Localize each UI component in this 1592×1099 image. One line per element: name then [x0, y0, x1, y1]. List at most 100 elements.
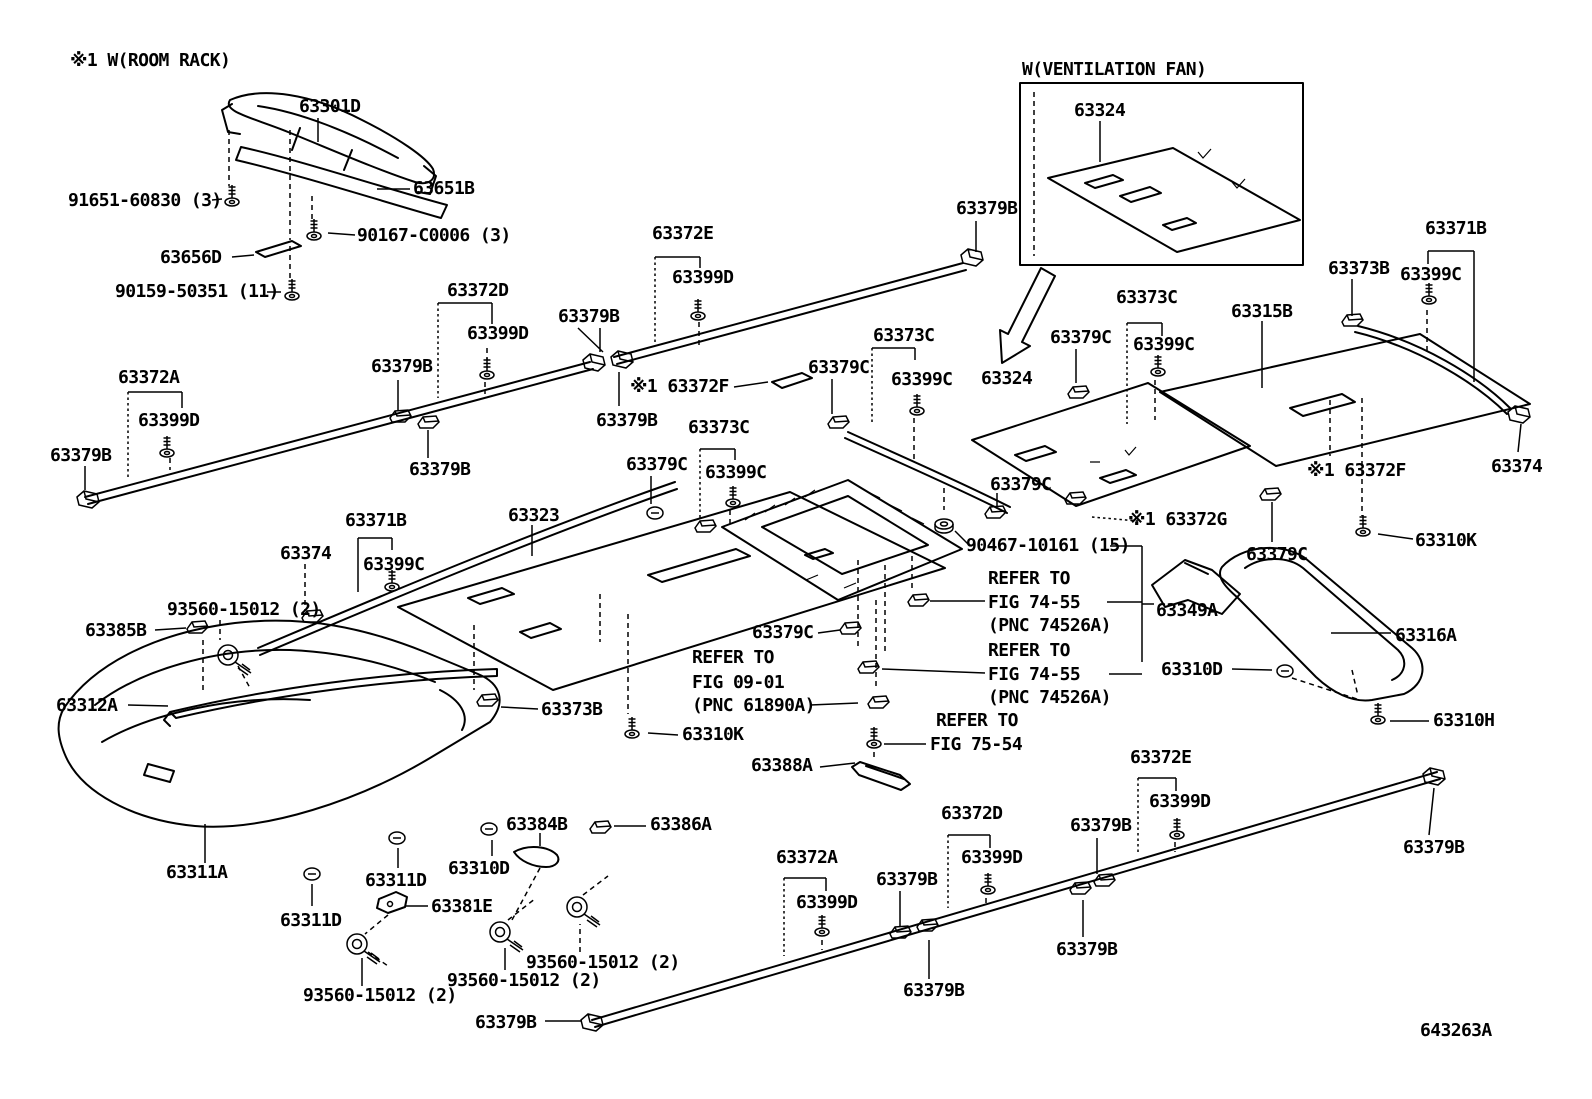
roof-panel-63324	[971, 382, 1251, 507]
part-label-1-63372g: ※1 63372G	[1128, 509, 1227, 530]
part-label-1-63372f: ※1 63372F	[1307, 460, 1406, 481]
front-rail-63312a	[163, 668, 498, 727]
part-label-pnc-74526a: (PNC 74526A)	[988, 687, 1111, 708]
part-label-63399d: 63399D	[1149, 791, 1211, 812]
part-label-63323: 63323	[508, 505, 559, 526]
bottom-rail	[591, 771, 1441, 1028]
roof-rail-top-right	[1354, 325, 1511, 415]
roof-moulding-right	[844, 431, 1011, 514]
part-label-63379c: 63379C	[1050, 327, 1111, 348]
part-label-63379c: 63379C	[752, 622, 813, 643]
part-label-63316a: 63316A	[1395, 625, 1457, 646]
roof-panel-63315b	[1159, 333, 1531, 467]
part-label-63372d: 63372D	[447, 280, 509, 301]
part-label-63379b: 63379B	[903, 980, 965, 1001]
part-label-63372a: 63372A	[118, 367, 180, 388]
part-label-63381e: 63381E	[431, 896, 492, 917]
part-label-63310d: 63310D	[448, 858, 510, 879]
part-label-refer-to: REFER TO	[692, 647, 775, 668]
ventilation-fan-note: W(VENTILATION FAN)	[1022, 59, 1206, 80]
part-label-63374: 63374	[280, 543, 332, 564]
part-label-63399c: 63399C	[1133, 334, 1194, 355]
part-label-63379c: 63379C	[808, 357, 869, 378]
part-label-63399d: 63399D	[467, 323, 529, 344]
part-label-91651-60830-3: 91651-60830 (3)	[68, 190, 222, 211]
part-label-63310h: 63310H	[1433, 710, 1494, 731]
part-label-63301d: 63301D	[299, 96, 361, 117]
room-rack-note: ※1 W(ROOM RACK)	[70, 50, 230, 71]
part-label-63388a: 63388A	[751, 755, 813, 776]
part-label-fig-74-55: FIG 74-55	[988, 664, 1080, 685]
part-label-63310k: 63310K	[682, 724, 744, 745]
sunroof-frame	[721, 479, 963, 601]
part-label-63399c: 63399C	[705, 462, 766, 483]
part-label-63311d: 63311D	[280, 910, 342, 931]
part-label-63373b: 63373B	[541, 699, 603, 720]
part-label-63386a: 63386A	[650, 814, 712, 835]
part-label-63384b: 63384B	[506, 814, 568, 835]
part-label-63371b: 63371B	[345, 510, 407, 531]
part-label-63399d: 63399D	[138, 410, 200, 431]
part-label-63379b: 63379B	[409, 459, 471, 480]
part-label-63349a: 63349A	[1156, 600, 1218, 621]
part-label-63312a: 63312A	[56, 695, 118, 716]
part-label-93560-15012-2: 93560-15012 (2)	[526, 952, 680, 973]
part-label-63379b: 63379B	[475, 1012, 537, 1033]
part-label-63373c: 63373C	[873, 325, 934, 346]
part-label-63379c: 63379C	[626, 454, 687, 475]
front-headliner-63311a	[57, 619, 501, 828]
part-label-1-63372f: ※1 63372F	[630, 376, 729, 397]
small-parts	[376, 372, 911, 914]
part-label-93560-15012-2: 93560-15012 (2)	[303, 985, 457, 1006]
roof-rail-top-mid	[613, 262, 967, 365]
part-label-63311a: 63311A	[166, 862, 228, 883]
part-label-90167-c0006-3: 90167-C0006 (3)	[357, 225, 511, 246]
part-label-fig-75-54: FIG 75-54	[930, 734, 1023, 755]
part-label-pnc-74526a: (PNC 74526A)	[988, 615, 1111, 636]
part-label-63379b: 63379B	[558, 306, 620, 327]
roof-rack-drawing	[221, 92, 448, 258]
part-label-63372e: 63372E	[652, 223, 713, 244]
bracket-lines	[127, 250, 1475, 956]
part-label-63324: 63324	[981, 368, 1033, 389]
part-label-63399d: 63399D	[961, 847, 1023, 868]
part-label-93560-15012-2: 93560-15012 (2)	[167, 599, 321, 620]
part-label-63379c: 63379C	[990, 474, 1051, 495]
part-label-pnc-61890a: (PNC 61890A)	[692, 695, 815, 716]
part-label-63379b: 63379B	[1070, 815, 1132, 836]
part-label-63373b: 63373B	[1328, 258, 1390, 279]
garnish-63316a	[1219, 546, 1424, 702]
part-label-63385b: 63385B	[85, 620, 147, 641]
part-label-63399c: 63399C	[891, 369, 952, 390]
part-label-refer-to: REFER TO	[988, 640, 1071, 661]
part-label-63373c: 63373C	[688, 417, 749, 438]
part-label-63374: 63374	[1491, 456, 1543, 477]
part-label-63379b: 63379B	[956, 198, 1018, 219]
part-label-63324: 63324	[1074, 100, 1126, 121]
roof-moulding-center	[257, 481, 678, 656]
part-label-63379b: 63379B	[1056, 939, 1118, 960]
part-label-90159-50351-11: 90159-50351 (11)	[115, 281, 279, 302]
pointer-arrow	[999, 267, 1056, 364]
part-label-63372a: 63372A	[776, 847, 838, 868]
part-label-63310d: 63310D	[1161, 659, 1223, 680]
part-label-63399d: 63399D	[672, 267, 734, 288]
part-label-63379b: 63379B	[876, 869, 938, 890]
dashed-lines	[169, 130, 1428, 967]
part-label-63399c: 63399C	[1400, 264, 1461, 285]
part-label-63656d: 63656D	[160, 247, 222, 268]
part-label-63379c: 63379C	[1246, 544, 1307, 565]
part-label-63310k: 63310K	[1415, 530, 1477, 551]
figure-number: 643263A	[1420, 1020, 1492, 1041]
part-label-90467-10161-15: 90467-10161 (15)	[966, 535, 1130, 556]
roof-rail-top-left	[84, 361, 594, 505]
part-label-63399d: 63399D	[796, 892, 858, 913]
headliner-panel-63323	[397, 491, 946, 691]
part-label-63399c: 63399C	[363, 554, 424, 575]
part-label-63315b: 63315B	[1231, 301, 1293, 322]
part-label-63372d: 63372D	[941, 803, 1003, 824]
part-label-fig-74-55: FIG 74-55	[988, 592, 1080, 613]
